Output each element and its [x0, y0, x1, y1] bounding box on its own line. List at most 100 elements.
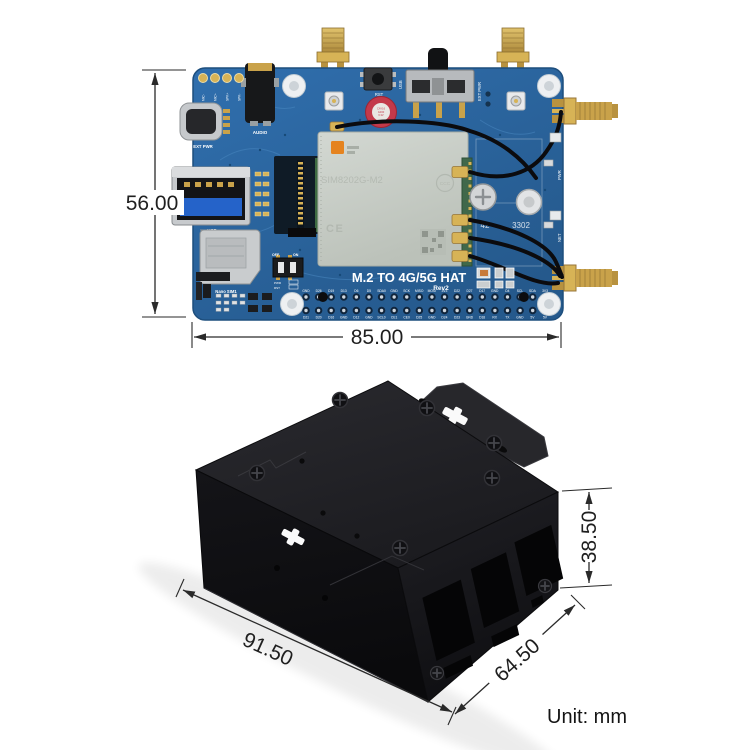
standoff: [515, 188, 543, 216]
svg-text:CE0: CE0: [403, 316, 410, 320]
svg-text:D16: D16: [328, 316, 334, 320]
audio-jack: AUDIO: [241, 63, 279, 135]
cap-line1: CAY16: [377, 107, 386, 111]
dip-off-label: OFF: [272, 253, 280, 257]
svg-text:D5: D5: [367, 289, 371, 293]
svg-text:GND: GND: [340, 316, 348, 320]
svg-text:SCK: SCK: [403, 289, 411, 293]
dip-rst-label: RST: [274, 286, 280, 290]
svg-text:SDA0: SDA0: [377, 289, 386, 293]
ufl-socket-left: [324, 91, 344, 111]
svg-text:GND: GND: [302, 289, 310, 293]
cap-line3: 6.3V: [378, 113, 384, 117]
svg-text:GND: GND: [516, 316, 524, 320]
dim-85-label: 85.00: [351, 326, 404, 349]
case-photo: [138, 380, 564, 750]
dim-38-50-label: 38.50: [578, 511, 601, 564]
svg-text:D19: D19: [328, 289, 334, 293]
power-slide-switch: EXT PWR: [405, 48, 491, 118]
rst-button: RST: [360, 67, 396, 97]
svg-text:SCL: SCL: [517, 289, 524, 293]
svg-text:D18: D18: [479, 316, 485, 320]
audio-label: AUDIO: [253, 130, 268, 135]
svg-text:D13: D13: [341, 289, 347, 293]
ext-pwr-switch-label: EXT PWR: [477, 82, 482, 101]
svg-text:GND: GND: [428, 316, 436, 320]
ext-pwr-left-label: EXT PWR: [193, 144, 213, 149]
dip-pwr-label: PWR: [274, 281, 282, 285]
svg-text:D20: D20: [316, 316, 322, 320]
mic-plus-label: MIC+: [214, 93, 218, 101]
spk-plus-label: SPK+: [226, 93, 230, 101]
dip-on-label: ON: [293, 253, 299, 257]
ccc-mark: CCC: [435, 173, 455, 193]
ufl-socket-right: [506, 91, 526, 111]
case-mounting-tab: [411, 382, 549, 468]
svg-text:D23: D23: [454, 316, 460, 320]
svg-text:D6: D6: [354, 289, 358, 293]
dip-switch: OFF ON PWR RST: [272, 253, 304, 290]
rst-label: RST: [375, 92, 384, 97]
dim-38-50: 38.50: [559, 487, 613, 589]
svg-text:CCC: CCC: [440, 181, 451, 187]
component-cluster: [196, 282, 272, 312]
ant-b-label: 3302: [512, 221, 530, 230]
simcom-logo: [331, 141, 344, 154]
svg-text:D4: D4: [505, 289, 509, 293]
m2-slot: 1224E4: [274, 156, 324, 237]
svg-text:GND: GND: [390, 289, 398, 293]
svg-text:D26: D26: [316, 289, 322, 293]
cap-line2: G330: [378, 110, 385, 114]
usb3-port: USB: [171, 166, 270, 233]
qr-code: [420, 229, 446, 255]
svg-text:D27: D27: [466, 289, 472, 293]
svg-text:D12: D12: [353, 316, 359, 320]
svg-text:MOSI: MOSI: [428, 289, 437, 293]
svg-text:RX: RX: [492, 316, 497, 320]
ce-mark: CE: [326, 223, 344, 235]
gpio-labels-bottom: D21 D20 D16 GND D12 GND SCL0 CE1 CE0 D25 GND D…: [303, 316, 548, 320]
usb-top-label: USB: [398, 80, 403, 89]
svg-text:MISO: MISO: [415, 289, 424, 293]
svg-text:GND: GND: [491, 289, 499, 293]
dim-56-label: 56.00: [126, 192, 179, 215]
svg-text:SCL0: SCL0: [377, 316, 385, 320]
pcb-photo: AUDIO MIC- MIC+ SPK+ SPK- EXT PWR: [171, 27, 618, 321]
module-screw: [469, 183, 497, 211]
svg-text:5V: 5V: [543, 316, 548, 320]
svg-text:3V3: 3V3: [542, 289, 548, 293]
svg-text:D21: D21: [303, 316, 309, 320]
svg-text:5V: 5V: [530, 316, 535, 320]
mounting-holes: [280, 74, 561, 316]
led-net: NET: [543, 221, 562, 242]
svg-text:D25: D25: [416, 316, 422, 320]
dim-56: 56.00: [124, 69, 186, 318]
nano-sim-slot: Nano SIM1: [196, 229, 261, 294]
svg-text:D17: D17: [479, 289, 485, 293]
capacitor: CAY16 G330 6.3V: [365, 96, 397, 128]
svg-text:3V3: 3V3: [441, 289, 447, 293]
unit-label: Unit: mm: [547, 706, 627, 728]
module-name: SIM8202G-M2: [321, 175, 383, 186]
ant-a-label: 42: [481, 221, 490, 230]
board-title: M.2 TO 4G/5G HAT: [352, 270, 466, 285]
small-parts: [476, 267, 515, 289]
gpio-labels-top: GND D26 D19 D13 D6 D5 SDA0 GND SCK MISO MOSI 3…: [302, 289, 548, 293]
svg-text:D22: D22: [454, 289, 460, 293]
svg-text:CE1: CE1: [391, 316, 398, 320]
spk-minus-label: SPK-: [238, 94, 242, 101]
mic-minus-label: MIC-: [202, 94, 206, 101]
edge-chips: [549, 132, 562, 221]
led-pwr: PWR: [543, 159, 562, 180]
antenna-cables: [335, 110, 564, 286]
audio-pads: MIC- MIC+ SPK+ SPK-: [198, 73, 244, 101]
rf-module: SIM8202G-M2 CE CCC 42 3302: [317, 121, 530, 267]
svg-text:GND: GND: [365, 316, 373, 320]
svg-text:NET: NET: [557, 233, 562, 242]
board-rev: Rev2: [433, 285, 449, 292]
svg-text:SDA: SDA: [529, 289, 537, 293]
keyhole-cross-front: [281, 528, 305, 546]
sma-edge-connector-top: [552, 97, 618, 125]
